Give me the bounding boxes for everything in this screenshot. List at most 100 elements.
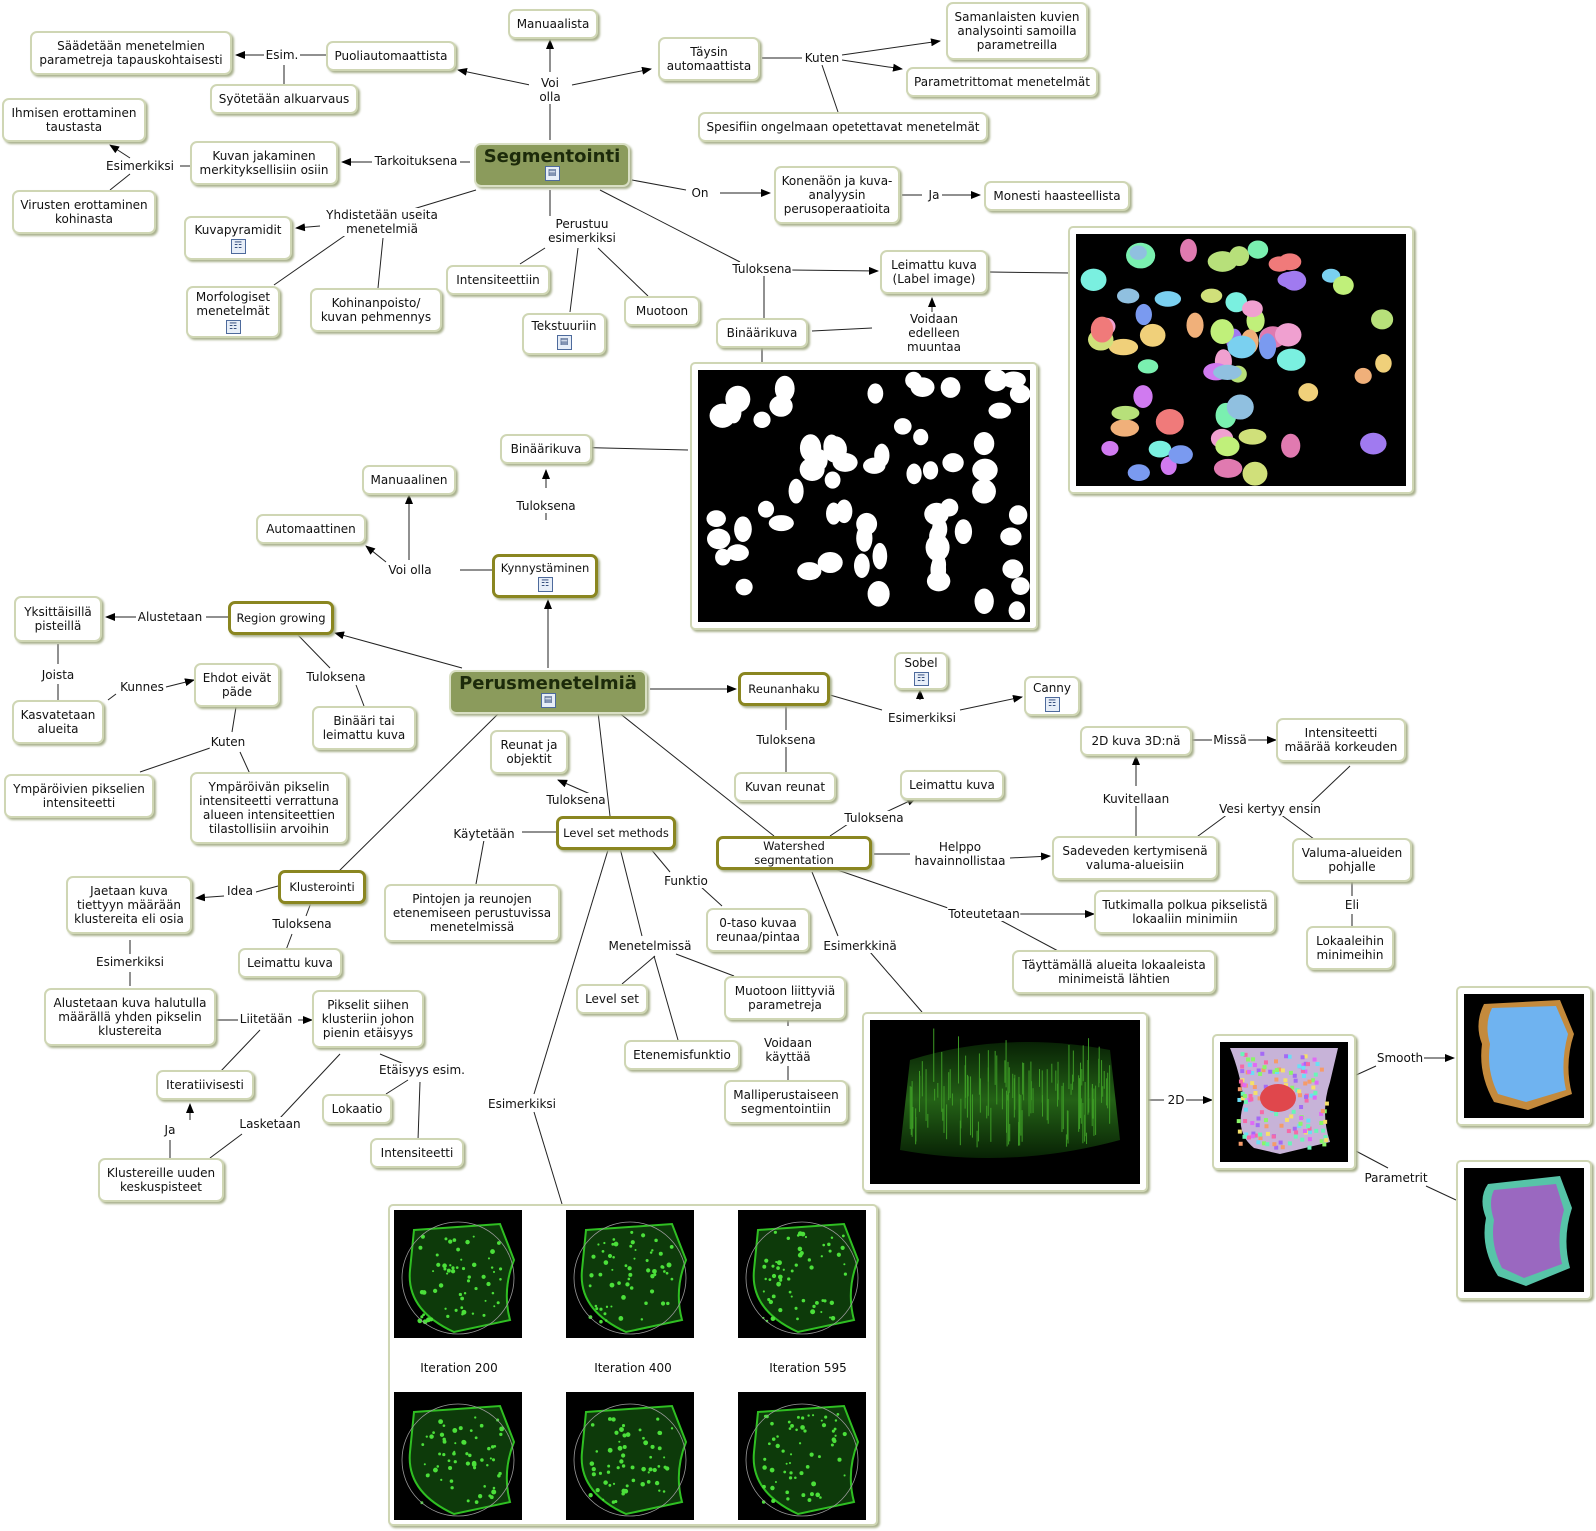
mosaic-tile (1257, 1068, 1261, 1072)
node-manuaalinen[interactable]: Manuaalinen (362, 465, 456, 495)
document-icon[interactable]: ▤ (545, 166, 560, 181)
node-kuvan-reunat[interactable]: Kuvan reunat (734, 772, 836, 802)
label-cell (1168, 445, 1192, 464)
node-klustereille[interactable]: Klustereille uuden keskuspisteet (98, 1158, 224, 1202)
node-kohinanpoisto[interactable]: Kohinanpoisto/ kuvan pehmennys (310, 288, 442, 332)
fluorescence-dot (614, 1242, 619, 1247)
node-muotoon[interactable]: Muotoon (624, 296, 700, 326)
node-etenemisfunktio[interactable]: Etenemisfunktio (624, 1040, 740, 1070)
fluorescence-dot (671, 1427, 673, 1429)
node-alustetaan-kuva[interactable]: Alustetaan kuva halutulla määrällä yhden… (44, 988, 216, 1046)
node-watershed[interactable]: Watershed segmentation (716, 836, 872, 870)
document-icon[interactable]: ▤ (557, 335, 572, 350)
fluorescence-dot (810, 1492, 814, 1496)
mosaic-tile (1316, 1062, 1320, 1066)
link-joista: Joista (41, 668, 76, 682)
node-tutkimalla[interactable]: Tutkimalla polkua pikselistä lokaaliin m… (1094, 890, 1276, 934)
node-intensiteetti-korkeuden[interactable]: Intensiteetti määrää korkeuden (1276, 718, 1406, 762)
node-leimattu-kl[interactable]: Leimattu kuva (238, 948, 342, 978)
node-klusterointi[interactable]: Klusterointi (278, 870, 366, 904)
node-jaetaan[interactable]: Jaetaan kuva tiettyyn määrään klustereit… (66, 876, 192, 934)
fluorescence-dot (592, 1472, 596, 1476)
mosaic-tile (1300, 1138, 1304, 1142)
label-cell (1156, 409, 1184, 435)
node-sobel[interactable]: Sobel ☶ (894, 652, 948, 690)
concept-map-icon[interactable]: ☶ (914, 672, 929, 686)
node-automaattinen[interactable]: Automaattinen (256, 514, 366, 544)
node-manuaalista[interactable]: Manuaalista (508, 9, 598, 39)
node-konenaon[interactable]: Konenäön ja kuva-analyysin perusoperaati… (774, 166, 900, 224)
node-samanlaisten[interactable]: Samanlaisten kuvien analysointi samoilla… (946, 2, 1088, 60)
fluorescence-dot (622, 1464, 625, 1467)
node-leimattu-label[interactable]: Leimattu kuva (Label image) (880, 250, 988, 294)
node-syotetaan[interactable]: Syötetään alkuarvaus (210, 84, 358, 114)
node-level-set[interactable]: Level set (576, 984, 648, 1014)
node-puoliautomaattista[interactable]: Puoliautomaattista (326, 41, 456, 71)
node-pintojen[interactable]: Pintojen ja reunojen etenemiseen perustu… (384, 884, 560, 942)
node-segmentointi[interactable]: Segmentointi ▤ (474, 143, 630, 187)
node-lokaaleihin[interactable]: Lokaaleihin minimeihin (1306, 926, 1394, 970)
node-region-growing[interactable]: Region growing (228, 601, 334, 635)
node-saadetaan[interactable]: Säädetään menetelmien parametreja tapaus… (30, 31, 232, 75)
node-taysin[interactable]: Täysin automaattista (658, 37, 760, 81)
node-morfologiset[interactable]: Morfologiset menetelmät ☶ (186, 286, 280, 338)
node-intensiteettiin[interactable]: Intensiteettiin (446, 265, 550, 295)
node-parametrittomat[interactable]: Parametrittomat menetelmät (906, 67, 1098, 97)
node-malliperustaiseen[interactable]: Malliperustaiseen segmentointiin (724, 1080, 848, 1124)
node-kuvan-jakaminen[interactable]: Kuvan jakaminen merkityksellisiin osiin (190, 141, 338, 185)
node-sadeveden[interactable]: Sadeveden kertymisenä valuma-alueisiin (1052, 836, 1218, 880)
node-ymparoivien[interactable]: Ympäröivien pikselien intensiteetti (4, 774, 154, 818)
node-kuva-2d3d[interactable]: 2D kuva 3D:nä (1080, 726, 1192, 756)
node-binaarikuva-mid[interactable]: Binäärikuva (500, 434, 592, 464)
document-icon[interactable]: ▤ (541, 693, 556, 708)
node-leimattu-ws[interactable]: Leimattu kuva (900, 770, 1004, 800)
node-perusmenetelmia[interactable]: Perusmenetelmiä ▤ (449, 670, 647, 714)
node-reunat-ja[interactable]: Reunat ja objektit (490, 730, 568, 774)
node-yksittaisilla[interactable]: Yksittäisillä pisteillä (14, 596, 102, 642)
node-leimattu-label-label: Leimattu kuva (Label image) (886, 258, 982, 286)
fluorescence-dot (771, 1316, 776, 1321)
node-level-set-methods[interactable]: Level set methods (556, 816, 676, 850)
watershed-2d-graphic (1220, 1042, 1348, 1162)
node-pikselit[interactable]: Pikselit siihen klusteriin johon pienin … (312, 990, 424, 1048)
fluorescence-dot (659, 1252, 663, 1256)
concept-map-icon[interactable]: ☶ (226, 320, 241, 334)
node-intensiteetti[interactable]: Intensiteetti (370, 1138, 464, 1168)
node-binaari-tai[interactable]: Binääri tai leimattu kuva (312, 706, 416, 750)
fluorescence-dot (426, 1317, 431, 1322)
fluorescence-dot (607, 1465, 610, 1468)
node-iteratiivisesti[interactable]: Iteratiivisesti (156, 1070, 254, 1100)
parametrit-result-image (1456, 1160, 1592, 1300)
node-binaarikuva-top[interactable]: Binäärikuva (716, 318, 808, 348)
concept-map-icon[interactable]: ☶ (1045, 697, 1060, 712)
node-valuma[interactable]: Valuma-alueiden pohjalle (1292, 838, 1412, 882)
node-kuvapyramidit[interactable]: Kuvapyramidit ☶ (184, 216, 292, 260)
node-spesifiin-label: Spesifiin ongelmaan opetettavat menetelm… (706, 120, 979, 134)
node-lokaatio[interactable]: Lokaatio (322, 1094, 392, 1124)
node-kasvatetaan[interactable]: Kasvatetaan alueita (12, 700, 104, 744)
node-reunanhaku[interactable]: Reunanhaku (738, 672, 830, 706)
node-muotoon-liittyvia[interactable]: Muotoon liittyviä parametreja (724, 976, 846, 1020)
node-canny[interactable]: Canny ☶ (1024, 676, 1080, 716)
fluorescence-dot (667, 1262, 672, 1267)
concept-map-icon[interactable]: ☶ (231, 239, 246, 254)
node-monesti[interactable]: Monesti haasteellista (984, 181, 1130, 211)
binary-cell (734, 516, 752, 542)
fluorescence-dot (808, 1258, 811, 1261)
node-nolla-taso[interactable]: 0-taso kuvaa reunaa/pintaa (706, 908, 810, 952)
concept-map-icon[interactable]: ☶ (538, 577, 553, 592)
binary-image (690, 362, 1038, 630)
link-tuloksena-ls: Tuloksena (545, 793, 606, 807)
fluorescence-dot (646, 1259, 649, 1262)
fluorescence-dot (800, 1425, 805, 1430)
node-tayttamalla[interactable]: Täyttämällä alueita lokaaleista minimeis… (1012, 950, 1216, 994)
binary-cell (975, 589, 994, 614)
node-spesifiin[interactable]: Spesifiin ongelmaan opetettavat menetelm… (698, 112, 988, 142)
node-virusten[interactable]: Virusten erottaminen kohinasta (12, 190, 156, 234)
node-kynnystaminen[interactable]: Kynnystäminen ☶ (492, 554, 598, 598)
node-monesti-label: Monesti haasteellista (993, 189, 1120, 203)
node-ymparoivan[interactable]: Ympäröivän pikselin intensiteetti verrat… (190, 772, 348, 844)
node-tekstuuriin[interactable]: Tekstuuriin ▤ (522, 313, 606, 355)
node-ehdot[interactable]: Ehdot eivät päde (194, 663, 280, 707)
node-ihmisen[interactable]: Ihmisen erottaminen taustasta (2, 98, 146, 142)
